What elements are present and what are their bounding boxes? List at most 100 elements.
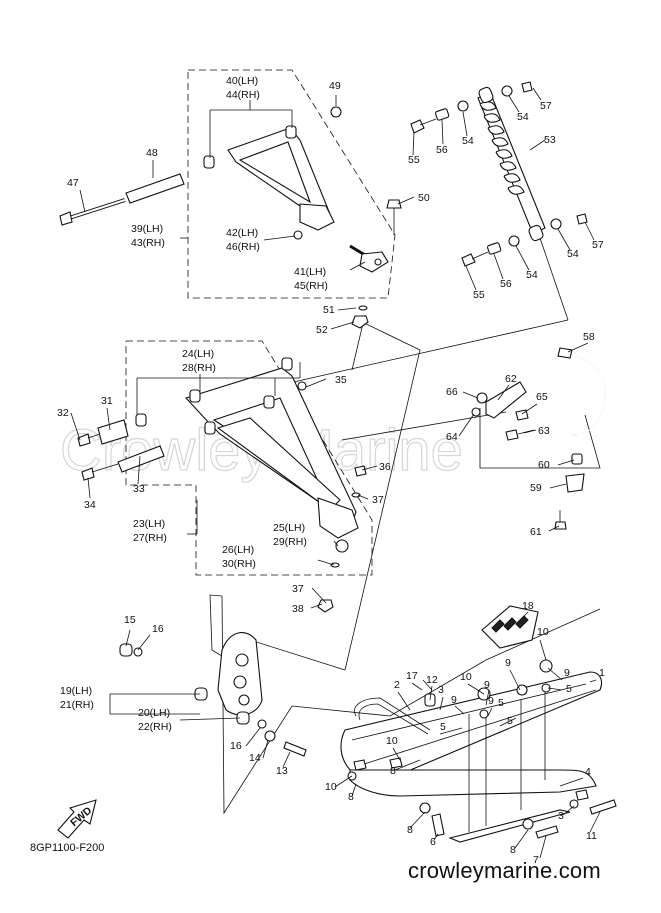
callout-16b: 16 (230, 740, 242, 752)
leader-lines (70, 87, 601, 859)
callout-7: 7 (533, 854, 539, 866)
leader-line (439, 727, 463, 735)
leader-line (433, 833, 439, 841)
callout-53: 53 (544, 134, 556, 146)
callout-17: 17 (406, 670, 418, 682)
leader-line (245, 727, 261, 747)
callout-48: 48 (146, 147, 158, 159)
callout-39: 39(LH) (131, 223, 163, 235)
callout-26: 26(LH) (222, 544, 254, 556)
steering-link (471, 347, 606, 530)
callout-44: 44(RH) (226, 89, 260, 101)
callout-62: 62 (505, 373, 517, 385)
callout-63: 63 (538, 425, 550, 437)
leader-line (106, 407, 111, 431)
callout-9c: 9 (484, 679, 490, 691)
callout-42: 42(LH) (226, 227, 258, 239)
callout-3a: 3 (438, 684, 444, 696)
callout-49: 49 (329, 80, 341, 92)
callout-9e: 9 (488, 695, 494, 707)
leader-line (429, 685, 433, 701)
leader-line (521, 403, 538, 415)
callout-8c: 8 (407, 824, 413, 836)
leader-line (394, 759, 421, 771)
leader-line (311, 587, 327, 604)
callout-58: 58 (583, 331, 595, 343)
leader-line (584, 221, 595, 241)
callout-59: 59 (530, 482, 542, 494)
leader-line (519, 611, 529, 621)
leader-line (467, 683, 485, 695)
callout-4: 4 (585, 766, 591, 778)
leader-line (589, 811, 601, 833)
callout-9d: 9 (451, 694, 457, 706)
callout-36: 36 (379, 461, 391, 473)
leader-line (412, 131, 415, 156)
callout-10b: 10 (460, 671, 472, 683)
leader-line (458, 413, 475, 437)
callout-52: 52 (316, 324, 328, 336)
callout-21: 21(RH) (60, 699, 94, 711)
leader-line (487, 707, 493, 717)
leader-line (397, 691, 411, 711)
leader-line (330, 321, 355, 330)
leader-line (137, 634, 151, 651)
callout-46: 46(RH) (226, 241, 260, 253)
leader-line (333, 540, 339, 547)
leader-line (409, 811, 426, 829)
callout-54c: 54 (567, 248, 579, 260)
callout-labels: 40(LH) 44(RH) 49 48 47 39(LH) 43(RH) 42(… (57, 75, 605, 866)
callout-29: 29(RH) (273, 536, 307, 548)
callout-30: 30(RH) (222, 558, 256, 570)
leader-line (305, 378, 327, 388)
upper-a-arm (203, 106, 342, 240)
ski (340, 605, 617, 843)
callout-60: 60 (538, 459, 550, 471)
callout-10a: 10 (537, 626, 549, 638)
leader-line (317, 559, 335, 566)
leader-line (548, 525, 560, 532)
leader-line (310, 603, 323, 609)
leader-line (515, 245, 530, 271)
leader-line (539, 639, 547, 661)
callout-31: 31 (101, 395, 113, 407)
leader-line (454, 705, 465, 715)
callout-54d: 54 (526, 269, 538, 281)
leader-line (485, 689, 490, 706)
leader-line (514, 829, 529, 849)
callout-12: 12 (426, 674, 438, 686)
fwd-arrow-icon: FWD (57, 799, 97, 839)
callout-3b: 3 (558, 810, 564, 822)
callout-10c: 10 (386, 735, 398, 747)
callout-14: 14 (249, 752, 261, 764)
callout-6: 6 (430, 836, 436, 848)
leader-line (547, 667, 563, 681)
callout-1: 1 (599, 667, 605, 679)
callout-55b: 55 (473, 289, 485, 301)
leader-line (462, 111, 468, 137)
lower-a-arm (185, 357, 367, 613)
callout-24: 24(LH) (182, 348, 214, 360)
callout-5a: 5 (566, 683, 572, 695)
callout-8b: 8 (348, 791, 354, 803)
leader-line (439, 696, 444, 711)
ski-spindle (119, 632, 307, 757)
leader-line (567, 342, 589, 353)
leader-line (497, 384, 510, 401)
leader-line (397, 196, 415, 205)
leader-line (357, 494, 369, 500)
shock-absorber (410, 81, 588, 267)
callout-57b: 57 (592, 239, 604, 251)
callout-2: 2 (394, 679, 400, 691)
leader-line (334, 775, 353, 788)
leader-line (70, 412, 81, 441)
callout-45: 45(RH) (294, 280, 328, 292)
callout-25: 25(LH) (273, 522, 305, 534)
callout-28: 28(RH) (182, 362, 216, 374)
leader-line (361, 465, 378, 471)
callout-23: 23(LH) (133, 518, 165, 530)
upper-ball-joint (349, 199, 402, 329)
leader-line (559, 777, 584, 787)
callout-66: 66 (446, 386, 458, 398)
